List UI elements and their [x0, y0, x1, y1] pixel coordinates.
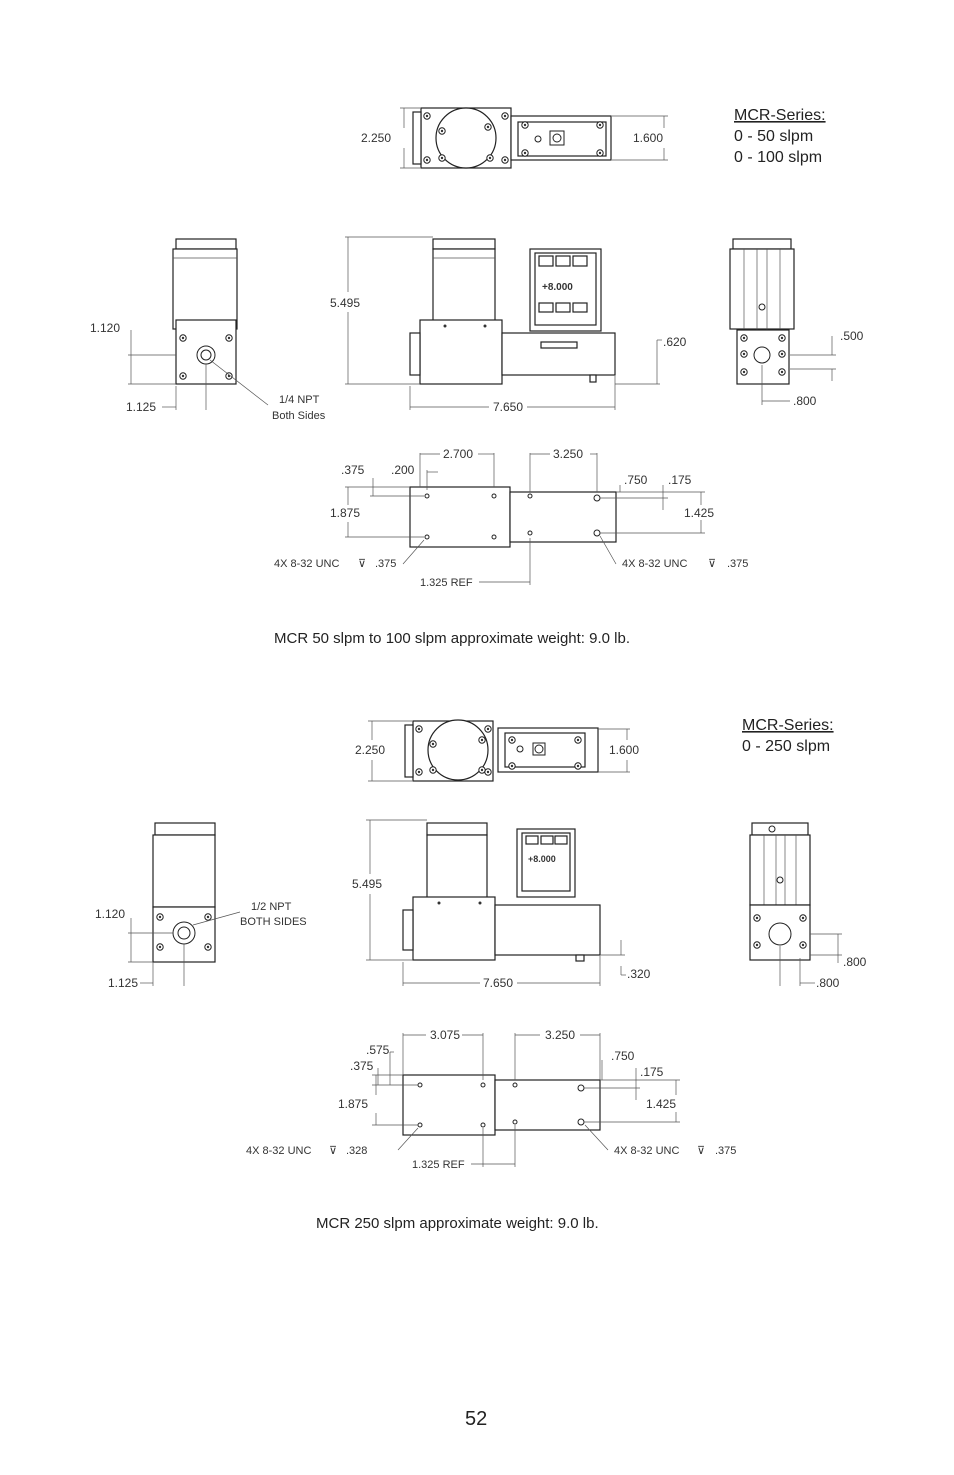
right-port-height-1: .500 — [840, 329, 864, 343]
right-port-offset-2: .800 — [816, 976, 840, 990]
depth-symbol-left-1: ⊽ — [358, 558, 366, 570]
right-view-1: .500 .800 — [729, 238, 864, 408]
page-number: 52 — [465, 1408, 488, 1430]
top-width-2: 2.250 — [355, 743, 385, 757]
port-note-2a: 1/2 NPT — [251, 901, 292, 913]
right-view-2: .800 .800 — [749, 822, 867, 990]
thread-right-1: 4X 8-32 UNC — [622, 558, 687, 570]
bottom-view-2: 3.075 3.250 .575 .375 1.875 .750 .175 1.… — [246, 1028, 736, 1171]
left-port-height-2: 1.120 — [95, 907, 125, 921]
thread-right-depth-1: .375 — [727, 558, 748, 570]
front-length-1: 7.650 — [493, 400, 523, 414]
bottom-view-1: 2.700 3.250 .375 .200 1.875 .750 .175 1.… — [274, 447, 748, 589]
series-range-2a: 0 - 250 slpm — [742, 738, 830, 755]
bottom-dim-b-1: 3.250 — [553, 447, 583, 461]
left-port-offset-1: 1.125 — [126, 400, 156, 414]
series-range-1b: 0 - 100 slpm — [734, 149, 822, 166]
bottom-dim-a-2: 3.075 — [430, 1028, 460, 1042]
ref-1: 1.325 REF — [420, 577, 473, 589]
front-length-2: 7.650 — [483, 976, 513, 990]
front-base-offset-1: .620 — [663, 335, 687, 349]
top-width-1: 2.250 — [361, 131, 391, 145]
bottom-dim-e-2: 1.875 — [338, 1097, 368, 1111]
thread-left-depth-2: .328 — [346, 1145, 367, 1157]
bottom-dim-c2-2: .375 — [350, 1059, 374, 1073]
depth-symbol-right-2: ⊽ — [697, 1145, 705, 1157]
bottom-dim-a-1: 2.700 — [443, 447, 473, 461]
series-title-2: MCR-Series: — [742, 717, 834, 734]
left-port-height-1: 1.120 — [90, 321, 120, 335]
top-view-1: 2.250 1.600 — [361, 107, 668, 169]
right-port-height-2: .800 — [843, 955, 867, 969]
thread-left-2: 4X 8-32 UNC — [246, 1145, 311, 1157]
bottom-dim-g-2: .175 — [640, 1065, 664, 1079]
thread-left-depth-1: .375 — [375, 558, 396, 570]
bottom-dim-c-1: .375 — [341, 463, 365, 477]
bottom-dim-h-2: 1.425 — [646, 1097, 676, 1111]
front-height-1: 5.495 — [330, 296, 360, 310]
display-reading-2: +8.000 — [528, 854, 556, 864]
thread-left-1: 4X 8-32 UNC — [274, 558, 339, 570]
top-display-height-1: 1.600 — [633, 131, 663, 145]
depth-symbol-right-1: ⊽ — [708, 558, 716, 570]
weight-note-2: MCR 250 slpm approximate weight: 9.0 lb. — [316, 1215, 599, 1232]
bottom-dim-c-2: .575 — [366, 1043, 390, 1057]
display-reading-1: +8.000 — [542, 282, 573, 293]
bottom-dim-d-1: .200 — [391, 463, 415, 477]
thread-right-depth-2: .375 — [715, 1145, 736, 1157]
weight-note-1: MCR 50 slpm to 100 slpm approximate weig… — [274, 630, 630, 647]
bottom-dim-h-1: 1.425 — [684, 506, 714, 520]
front-height-2: 5.495 — [352, 877, 382, 891]
bottom-dim-g-1: .175 — [668, 473, 692, 487]
series-range-1a: 0 - 50 slpm — [734, 128, 813, 145]
bottom-dim-f-1: .750 — [624, 473, 648, 487]
port-note-1b: Both Sides — [272, 410, 326, 422]
left-view-2: 1.120 1.125 1/2 NPT BOTH SIDES — [95, 822, 307, 990]
front-base-offset-2: .320 — [627, 967, 651, 981]
depth-symbol-left-2: ⊽ — [329, 1145, 337, 1157]
left-view-1: 1.120 1.125 1/4 NPT Both Sides — [90, 238, 326, 422]
ref-2: 1.325 REF — [412, 1159, 465, 1171]
series-title-1: MCR-Series: — [734, 107, 826, 124]
right-port-offset-1: .800 — [793, 394, 817, 408]
port-note-2b: BOTH SIDES — [240, 916, 307, 928]
top-display-height-2: 1.600 — [609, 743, 639, 757]
bottom-dim-f-2: .750 — [611, 1049, 635, 1063]
front-view-2: +8.000 5.495 7.650 .320 — [352, 819, 651, 990]
bottom-dim-b-2: 3.250 — [545, 1028, 575, 1042]
left-port-offset-2: 1.125 — [108, 976, 138, 990]
top-view-2: 2.250 1.600 — [355, 719, 639, 782]
front-view-1: +8.000 5.495 7.650 .620 — [330, 236, 687, 414]
thread-right-2: 4X 8-32 UNC — [614, 1145, 679, 1157]
bottom-dim-e-1: 1.875 — [330, 506, 360, 520]
port-note-1a: 1/4 NPT — [279, 394, 320, 406]
